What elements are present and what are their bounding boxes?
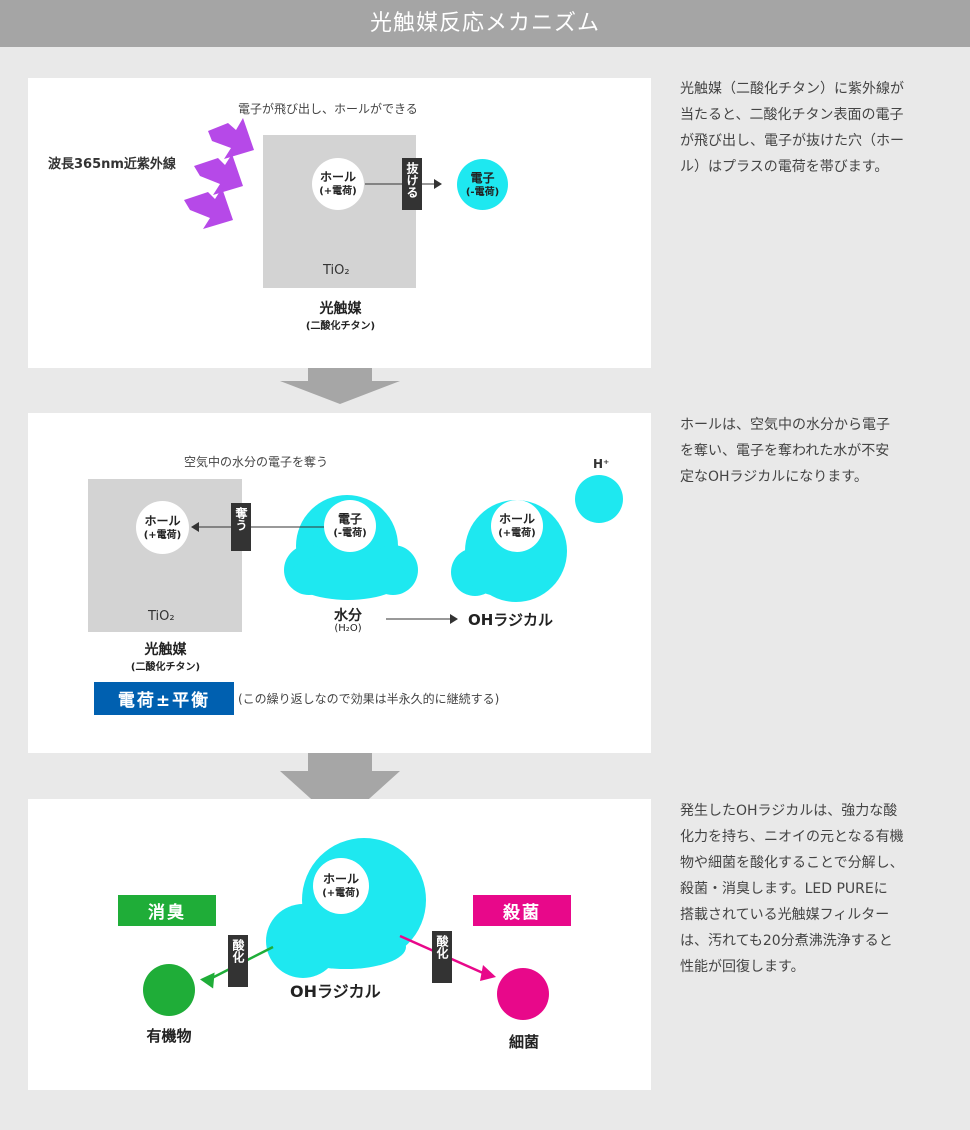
side-text-3: 発生したOHラジカルは、強力な酸 化力を持ち、ニオイの元となる有機 物や細菌を酸… <box>680 798 925 980</box>
electron-circle: 電子 (-電荷) <box>457 159 508 210</box>
panel-oxidation: ホール (+電荷) 消臭 殺菌 酸化 酸化 OHラジカル 有機物 細菌 <box>28 799 651 1090</box>
organic-matter-label: 有機物 <box>128 1025 210 1046</box>
charge-balance-badge: 電荷±平衡 <box>94 682 234 715</box>
hole-charge: (+電荷) <box>322 887 360 900</box>
tag-take: 奪う <box>231 503 251 551</box>
photocatalyst-title: 光触媒 <box>278 298 403 318</box>
oxidize-arrowhead-right <box>480 965 496 981</box>
oh-hole-charge: (+電荷) <box>498 527 536 540</box>
electron-circle: 電子 (-電荷) <box>324 500 376 552</box>
organic-matter-circle <box>143 964 195 1016</box>
tio2-label: TiO₂ <box>323 263 350 278</box>
tag-take-text: 奪う <box>234 507 248 531</box>
bacteria-circle <box>497 968 549 1020</box>
water-sub: (H₂O) <box>308 623 388 634</box>
panel-electron-capture: 空気中の水分の電子を奪う ホール (+電荷) TiO₂ 光触媒 (二酸化チタン)… <box>28 413 651 753</box>
tag-oxidize-left-text: 酸化 <box>231 939 245 963</box>
electron-label: 電子 <box>338 512 362 527</box>
tag-oxidize-right-text: 酸化 <box>435 935 449 959</box>
electron-label: 電子 <box>470 171 494 186</box>
sterilize-badge: 殺菌 <box>473 895 571 926</box>
side-text-2: ホールは、空気中の水分から電子 を奪い、電子を奪われた水が不安 定なOHラジカル… <box>680 412 925 490</box>
tag-exit-text: 抜ける <box>405 162 419 198</box>
h-ion-circle <box>575 475 623 523</box>
oh-radical-title: OHラジカル <box>468 609 553 630</box>
sterilize-text: 殺菌 <box>503 898 541 923</box>
charge-balance-text: 電荷±平衡 <box>118 686 210 711</box>
tag-oxidize-right: 酸化 <box>432 931 452 983</box>
oh-radical-title: OHラジカル <box>290 978 381 1002</box>
balance-note: (この繰り返しなので効果は半永久的に継続する) <box>238 690 499 707</box>
capture-arrowhead <box>191 522 199 532</box>
tag-oxidize-left: 酸化 <box>228 935 248 987</box>
electron-charge: (-電荷) <box>333 527 366 540</box>
electron-charge: (-電荷) <box>466 186 499 199</box>
side-text-1: 光触媒（二酸化チタン）に紫外線が 当たると、二酸化チタン表面の電子 が飛び出し、… <box>680 76 925 180</box>
deodorize-text: 消臭 <box>148 898 186 923</box>
reaction-arrowhead <box>450 614 458 624</box>
photocatalyst-sub: (二酸化チタン) <box>278 317 403 332</box>
h-ion-label: H⁺ <box>593 457 609 471</box>
deodorize-badge: 消臭 <box>118 895 216 926</box>
oh-hole-label: ホール <box>499 512 535 527</box>
tag-exit: 抜ける <box>402 158 422 210</box>
panel-electron-emission: 電子が飛び出し、ホールができる 波長365nm近紫外線 ホール (+電荷) 抜け… <box>28 78 651 368</box>
hole-label: ホール <box>323 872 359 887</box>
hole-circle: ホール (+電荷) <box>313 858 369 914</box>
bacteria-label: 細菌 <box>483 1031 565 1052</box>
oh-hole-circle: ホール (+電荷) <box>491 500 543 552</box>
oxidize-arrowhead-left <box>200 968 221 989</box>
water-title: 水分 <box>308 605 388 625</box>
